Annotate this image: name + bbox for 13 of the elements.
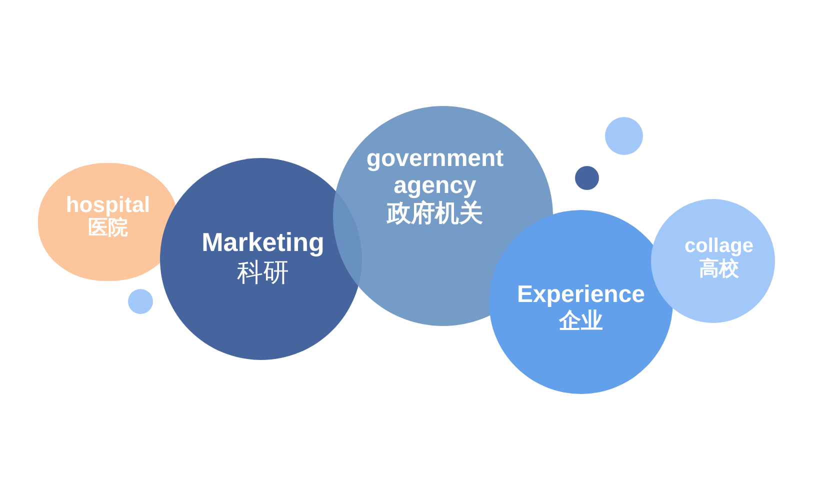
bubble-subtitle: 企业 [559, 308, 603, 334]
circle-dot [575, 166, 599, 190]
bubble-subtitle: 高校 [699, 258, 739, 281]
bubble-title: Experience [516, 280, 646, 308]
bubble-title: hospital [66, 192, 150, 217]
circle-dot [605, 117, 643, 155]
circle-dot [128, 289, 153, 314]
bubble-subtitle: 科研 [237, 258, 289, 288]
bubble-title: collage [684, 235, 754, 258]
bubble-title: Marketing [202, 228, 324, 258]
bubble-title: government agency [365, 144, 505, 200]
bubble-subtitle: 医院 [88, 217, 128, 240]
bubble-subtitle: 政府机关 [387, 200, 483, 228]
